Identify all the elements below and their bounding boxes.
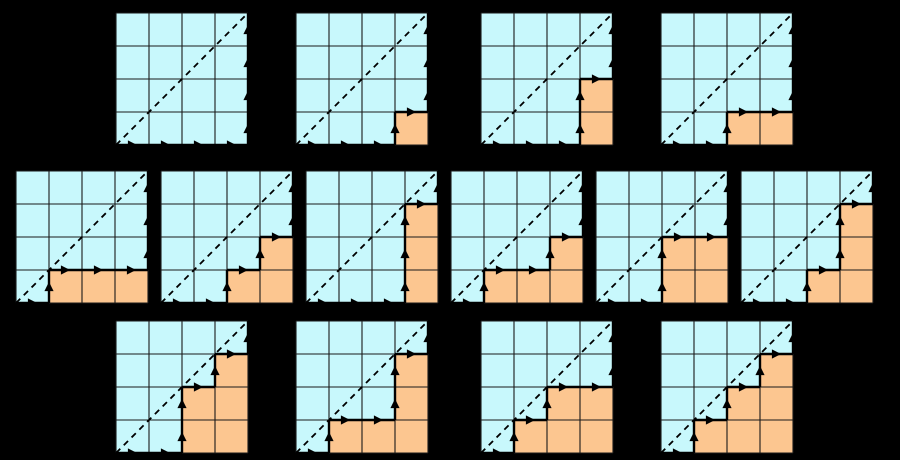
lattice-diagram-path-7 [303, 168, 445, 310]
lattice-diagram-path-9 [593, 168, 735, 310]
lattice-diagram-path-13 [478, 318, 620, 460]
lattice-diagram-path-2 [293, 10, 435, 152]
lattice-diagram-path-4 [658, 10, 800, 152]
lattice-diagram-path-8 [448, 168, 590, 310]
lattice-diagram-path-1 [113, 10, 255, 152]
lattice-diagram-path-3 [478, 10, 620, 152]
lattice-diagram-path-10 [738, 168, 880, 310]
lattice-diagram-path-11 [113, 318, 255, 460]
lattice-diagram-path-12 [293, 318, 435, 460]
lattice-diagram-path-6 [158, 168, 300, 310]
lattice-diagram-path-14 [658, 318, 800, 460]
lattice-diagram-path-5 [13, 168, 155, 310]
